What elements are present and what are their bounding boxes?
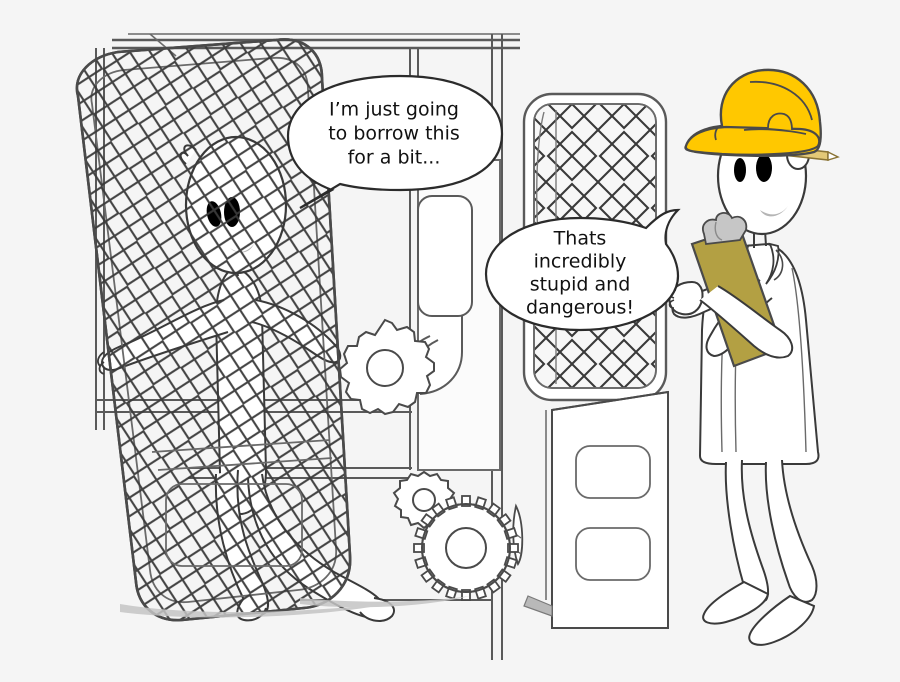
supervisor-forearm-over (699, 285, 794, 359)
supervisor-eye-left (734, 158, 746, 182)
supervisor-bubble-line-4: dangerous! (526, 297, 634, 319)
gear-medium (413, 495, 519, 601)
cabinet-panel-top (575, 445, 651, 499)
supervisor-bubble-line-3: stupid and (530, 274, 631, 296)
supervisor-mouth (760, 206, 788, 217)
gear-large (338, 318, 435, 416)
supervisor-speech-bubble: Thats incredibly stupid and dangerous! (484, 208, 681, 332)
gear-small (392, 470, 456, 530)
worker-bubble-line-3: for a bit... (348, 147, 441, 169)
supervisor-bubble-line-1: Thats (553, 228, 607, 250)
clipboard-clip (702, 212, 748, 245)
hard-hat (684, 68, 822, 157)
machine-cabinet (523, 390, 669, 629)
worker-speech-bubble: I’m just going to borrow this for a bit.… (286, 74, 504, 209)
supervisor-eye-right (756, 154, 772, 182)
worker-bubble-line-2: to borrow this (328, 123, 460, 145)
floor-shadow (120, 596, 470, 618)
worker-bubble-line-1: I’m just going (329, 99, 459, 121)
machine-body (403, 159, 501, 471)
supervisor-bubble-line-2: incredibly (534, 251, 627, 273)
cabinet-panel-bottom (575, 527, 651, 581)
